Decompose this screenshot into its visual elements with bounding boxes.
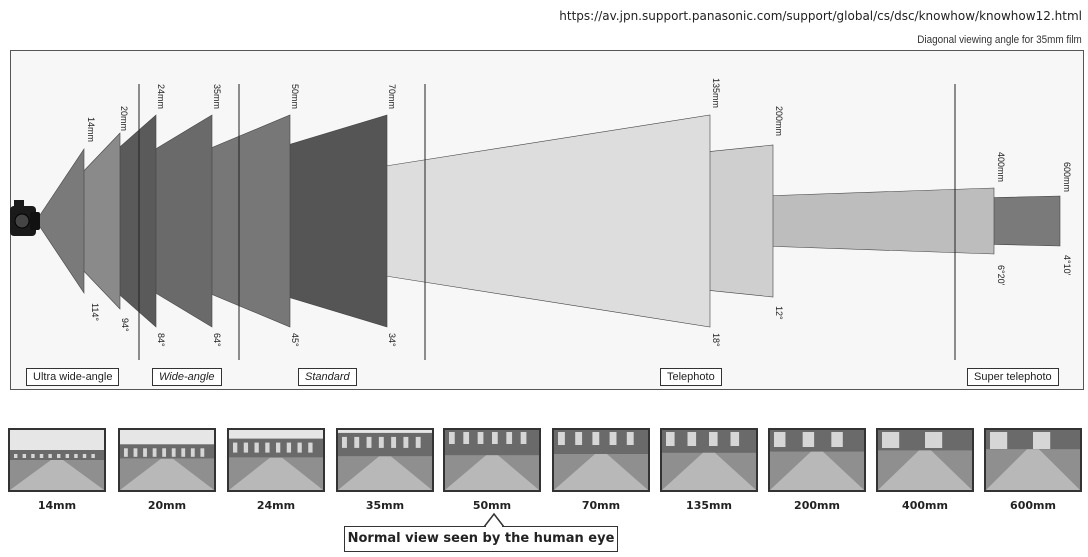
thumbnail-35mm xyxy=(336,428,434,492)
angle-label-400mm: 6°20' xyxy=(996,265,1006,286)
angle-label-14mm: 114° xyxy=(90,303,100,321)
angle-label-70mm: 34° xyxy=(387,333,397,347)
camera-icon xyxy=(10,200,40,236)
focal-label-50mm: 50mm xyxy=(290,84,300,109)
category-ultra-wide: Ultra wide-angle xyxy=(26,368,120,386)
thumbnail-20mm xyxy=(118,428,216,492)
thumbnail-600mm xyxy=(984,428,1082,492)
source-url: https://av.jpn.support.panasonic.com/sup… xyxy=(559,9,1082,23)
focal-label-20mm: 20mm xyxy=(119,106,129,131)
angle-label-200mm: 12° xyxy=(774,306,784,320)
focal-label-24mm: 24mm xyxy=(156,84,166,109)
angle-label-20mm: 94° xyxy=(120,318,130,332)
thumbnail-label-35mm: 35mm xyxy=(365,499,405,512)
thumbnail-label-70mm: 70mm xyxy=(581,499,621,512)
focal-label-14mm: 14mm xyxy=(86,117,96,142)
thumbnail-label-600mm: 600mm xyxy=(1010,499,1056,512)
angle-label-24mm: 84° xyxy=(156,333,166,347)
thumbnail-label-24mm: 24mm xyxy=(256,499,296,512)
angle-label-50mm: 45° xyxy=(290,333,300,347)
view-angle-fan-14mm xyxy=(35,148,85,294)
angle-label-600mm: 4°10' xyxy=(1062,255,1072,276)
thumbnail-14mm xyxy=(8,428,106,492)
thumbnail-label-135mm: 135mm xyxy=(686,499,732,512)
focal-label-600mm: 600mm xyxy=(1062,162,1072,192)
thumbnail-135mm xyxy=(660,428,758,492)
human-eye-callout: Normal view seen by the human eye xyxy=(344,526,618,552)
thumbnail-label-20mm: 20mm xyxy=(147,499,187,512)
category-telephoto: Telephoto xyxy=(660,368,722,386)
focal-label-70mm: 70mm xyxy=(387,84,397,109)
focal-label-35mm: 35mm xyxy=(212,84,222,109)
angle-label-135mm: 18° xyxy=(711,333,721,347)
thumbnail-70mm xyxy=(552,428,650,492)
thumbnail-400mm xyxy=(876,428,974,492)
category-super-telephoto: Super telephoto xyxy=(967,368,1059,386)
angle-label-35mm: 64° xyxy=(212,333,222,347)
thumbnail-label-50mm: 50mm xyxy=(472,499,512,512)
thumbnail-200mm xyxy=(768,428,866,492)
thumbnail-label-400mm: 400mm xyxy=(902,499,948,512)
category-standard: Standard xyxy=(298,368,357,386)
focal-label-135mm: 135mm xyxy=(711,78,721,108)
thumbnail-label-14mm: 14mm xyxy=(37,499,77,512)
thumbnail-24mm xyxy=(227,428,325,492)
focal-label-400mm: 400mm xyxy=(996,152,1006,182)
category-wide: Wide-angle xyxy=(152,368,222,386)
thumbnail-label-200mm: 200mm xyxy=(794,499,840,512)
thumbnail-50mm xyxy=(443,428,541,492)
diagram-subtitle: Diagonal viewing angle for 35mm film xyxy=(917,34,1082,46)
focal-label-200mm: 200mm xyxy=(774,106,784,136)
